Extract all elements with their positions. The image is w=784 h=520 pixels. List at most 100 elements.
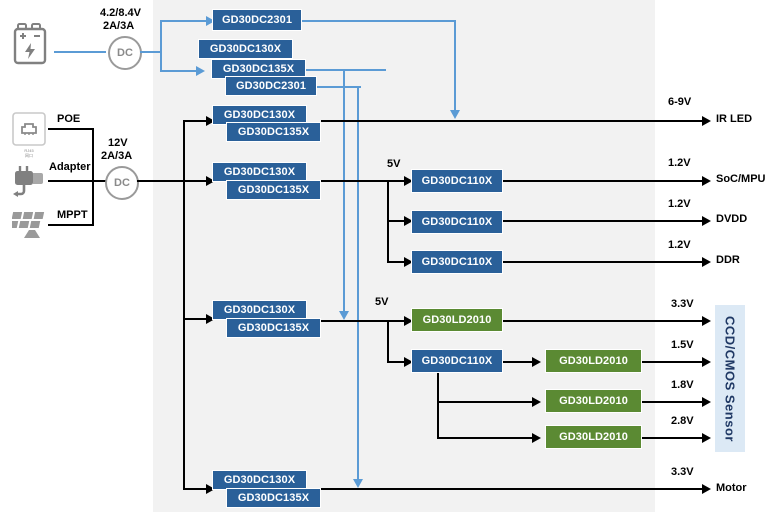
chip-gd30dc130x-sensor[interactable]: GD30DC130X xyxy=(212,300,307,320)
feed-motor-arrow xyxy=(206,484,215,494)
battery-branch-top-wire xyxy=(160,20,208,22)
soc-out-wire xyxy=(503,180,706,182)
chip-gd30dc2301-top2[interactable]: GD30DC2301 xyxy=(225,76,317,96)
soc-load-label: SoC/MPU xyxy=(716,173,766,185)
battery-dc-out-wire xyxy=(140,51,162,53)
ir-voltage-label: 6-9V xyxy=(668,96,692,108)
chip-gd30dc110x-ddr[interactable]: GD30DC110X xyxy=(411,250,503,274)
chip-gd30dc110x-soc[interactable]: GD30DC110X xyxy=(411,169,503,193)
ld2010-28v-out-wire xyxy=(642,437,706,439)
chip-gd30ld2010-28v[interactable]: GD30LD2010 xyxy=(545,425,642,449)
ddr-out-arrow xyxy=(702,257,711,267)
soc-voltage-label: 1.2V xyxy=(668,157,691,169)
blue-route-135x-arrow xyxy=(339,311,349,320)
main-bus-vertical xyxy=(183,120,185,490)
rail-5v-bottom-label: 5V xyxy=(375,296,389,308)
chip-gd30ld2010-15v[interactable]: GD30LD2010 xyxy=(545,349,642,373)
mppt-stub-wire xyxy=(48,224,94,226)
sensor-fanout-15v-arrow xyxy=(532,357,541,367)
ld2010-33v-out-arrow xyxy=(702,316,711,326)
input-label-adapter: Adapter xyxy=(49,161,91,173)
rj45-icon-caption: RJ45 网口 xyxy=(12,148,46,158)
feed-sensor-wire xyxy=(183,318,208,320)
main-rail-current-line2: 2A/3A xyxy=(101,150,133,162)
ccd-cmos-sensor-block: CCD/CMOS Sensor xyxy=(715,305,745,452)
chip-gd30dc130x-motor[interactable]: GD30DC130X xyxy=(212,470,307,490)
ddr-out-wire xyxy=(503,261,706,263)
battery-split-vertical xyxy=(160,20,162,72)
feed-ir-wire xyxy=(183,120,208,122)
battery-rail-voltage-line2: 2A/3A xyxy=(103,20,135,32)
soc-branch1-wire xyxy=(387,180,406,182)
sensor-fanout-28v-wire xyxy=(437,437,536,439)
power-adapter-icon xyxy=(13,166,43,197)
input-label-poe: POE xyxy=(57,113,81,125)
rj45-icon xyxy=(12,112,46,146)
battery-dc-converter: DC xyxy=(108,36,142,70)
main-rail-voltage-line1: 12V xyxy=(108,137,128,149)
main-dc-out-wire xyxy=(137,180,185,182)
ccd-cmos-sensor-label: CCD/CMOS Sensor xyxy=(722,315,738,442)
chip-gd30dc135x-sensor[interactable]: GD30DC135X xyxy=(226,318,321,338)
rj45-caption-line1: RJ45 xyxy=(24,148,34,153)
chip-gd30ld2010-18v[interactable]: GD30LD2010 xyxy=(545,389,642,413)
soc-branch1-arrow xyxy=(404,176,413,186)
chip-gd30ld2010-33v[interactable]: GD30LD2010 xyxy=(411,308,503,332)
sensor-branch2-wire xyxy=(387,361,406,363)
battery-branch-bottom-wire xyxy=(160,70,198,72)
blue-route-135x-hh xyxy=(343,69,386,71)
blue-route-2301-v xyxy=(454,20,456,113)
chip-gd30dc110x-sensor[interactable]: GD30DC110X xyxy=(411,349,503,373)
chip-gd30dc110x-dvdd[interactable]: GD30DC110X xyxy=(411,210,503,234)
dvdd-voltage-label: 1.2V xyxy=(668,198,691,210)
blue-route-2301b-v xyxy=(357,86,359,481)
ld2010-33v-out-wire xyxy=(503,320,706,322)
battery-icon xyxy=(13,23,47,65)
chip-gd30dc2301-top[interactable]: GD30DC2301 xyxy=(212,9,302,31)
chip-gd30dc135x-soc[interactable]: GD30DC135X xyxy=(226,180,321,200)
sensor-rail-vertical xyxy=(387,320,389,362)
chip-gd30dc130x-top[interactable]: GD30DC130X xyxy=(198,39,293,59)
feed-motor-wire xyxy=(183,488,208,490)
battery-to-dc-wire xyxy=(54,51,106,53)
sensor-fanout-15v-wire xyxy=(503,361,536,363)
ddr-voltage-label: 1.2V xyxy=(668,239,691,251)
sensor-rail-wire xyxy=(321,320,406,322)
motor-voltage-label: 3.3V xyxy=(671,466,694,478)
rj45-caption-line2: 网口 xyxy=(25,153,33,158)
adapter-to-dc-wire xyxy=(48,180,106,182)
battery-branch-bottom-arrow xyxy=(196,66,205,76)
sensor-18v-voltage-label: 1.8V xyxy=(671,379,694,391)
sensor-branch1-arrow xyxy=(404,316,413,326)
sensor-fanout-vertical xyxy=(437,373,439,437)
chip-gd30dc135x-motor[interactable]: GD30DC135X xyxy=(226,488,321,508)
ir-out-wire xyxy=(321,120,706,122)
ddr-load-label: DDR xyxy=(716,254,740,266)
motor-out-wire xyxy=(321,488,706,490)
sensor-33v-voltage-label: 3.3V xyxy=(671,298,694,310)
ld2010-18v-out-wire xyxy=(642,401,706,403)
ld2010-18v-out-arrow xyxy=(702,397,711,407)
sensor-fanout-18v-wire xyxy=(437,401,536,403)
ld2010-15v-out-arrow xyxy=(702,357,711,367)
feed-ir-arrow xyxy=(206,116,215,126)
sensor-fanout-18v-arrow xyxy=(532,397,541,407)
sensor-fanout-28v-arrow xyxy=(532,433,541,443)
chip-gd30dc135x-top[interactable]: GD30DC135X xyxy=(211,59,306,79)
dvdd-out-arrow xyxy=(702,216,711,226)
blue-route-2301-arrow xyxy=(450,110,460,119)
feed-soc-arrow xyxy=(206,176,215,186)
poe-stub-wire xyxy=(48,128,94,130)
sensor-28v-voltage-label: 2.8V xyxy=(671,415,694,427)
ld2010-15v-out-wire xyxy=(642,361,706,363)
chip-gd30dc135x-ir[interactable]: GD30DC135X xyxy=(226,122,321,142)
ir-load-label: IR LED xyxy=(716,113,753,125)
input-bus-vertical xyxy=(92,128,94,226)
feed-sensor-arrow xyxy=(206,314,215,324)
dvdd-load-label: DVDD xyxy=(716,213,748,225)
motor-out-arrow xyxy=(702,484,711,494)
battery-branch-top-arrow xyxy=(206,16,215,26)
chip-gd30dc130x-soc[interactable]: GD30DC130X xyxy=(212,162,307,182)
sensor-branch2-arrow xyxy=(404,357,413,367)
